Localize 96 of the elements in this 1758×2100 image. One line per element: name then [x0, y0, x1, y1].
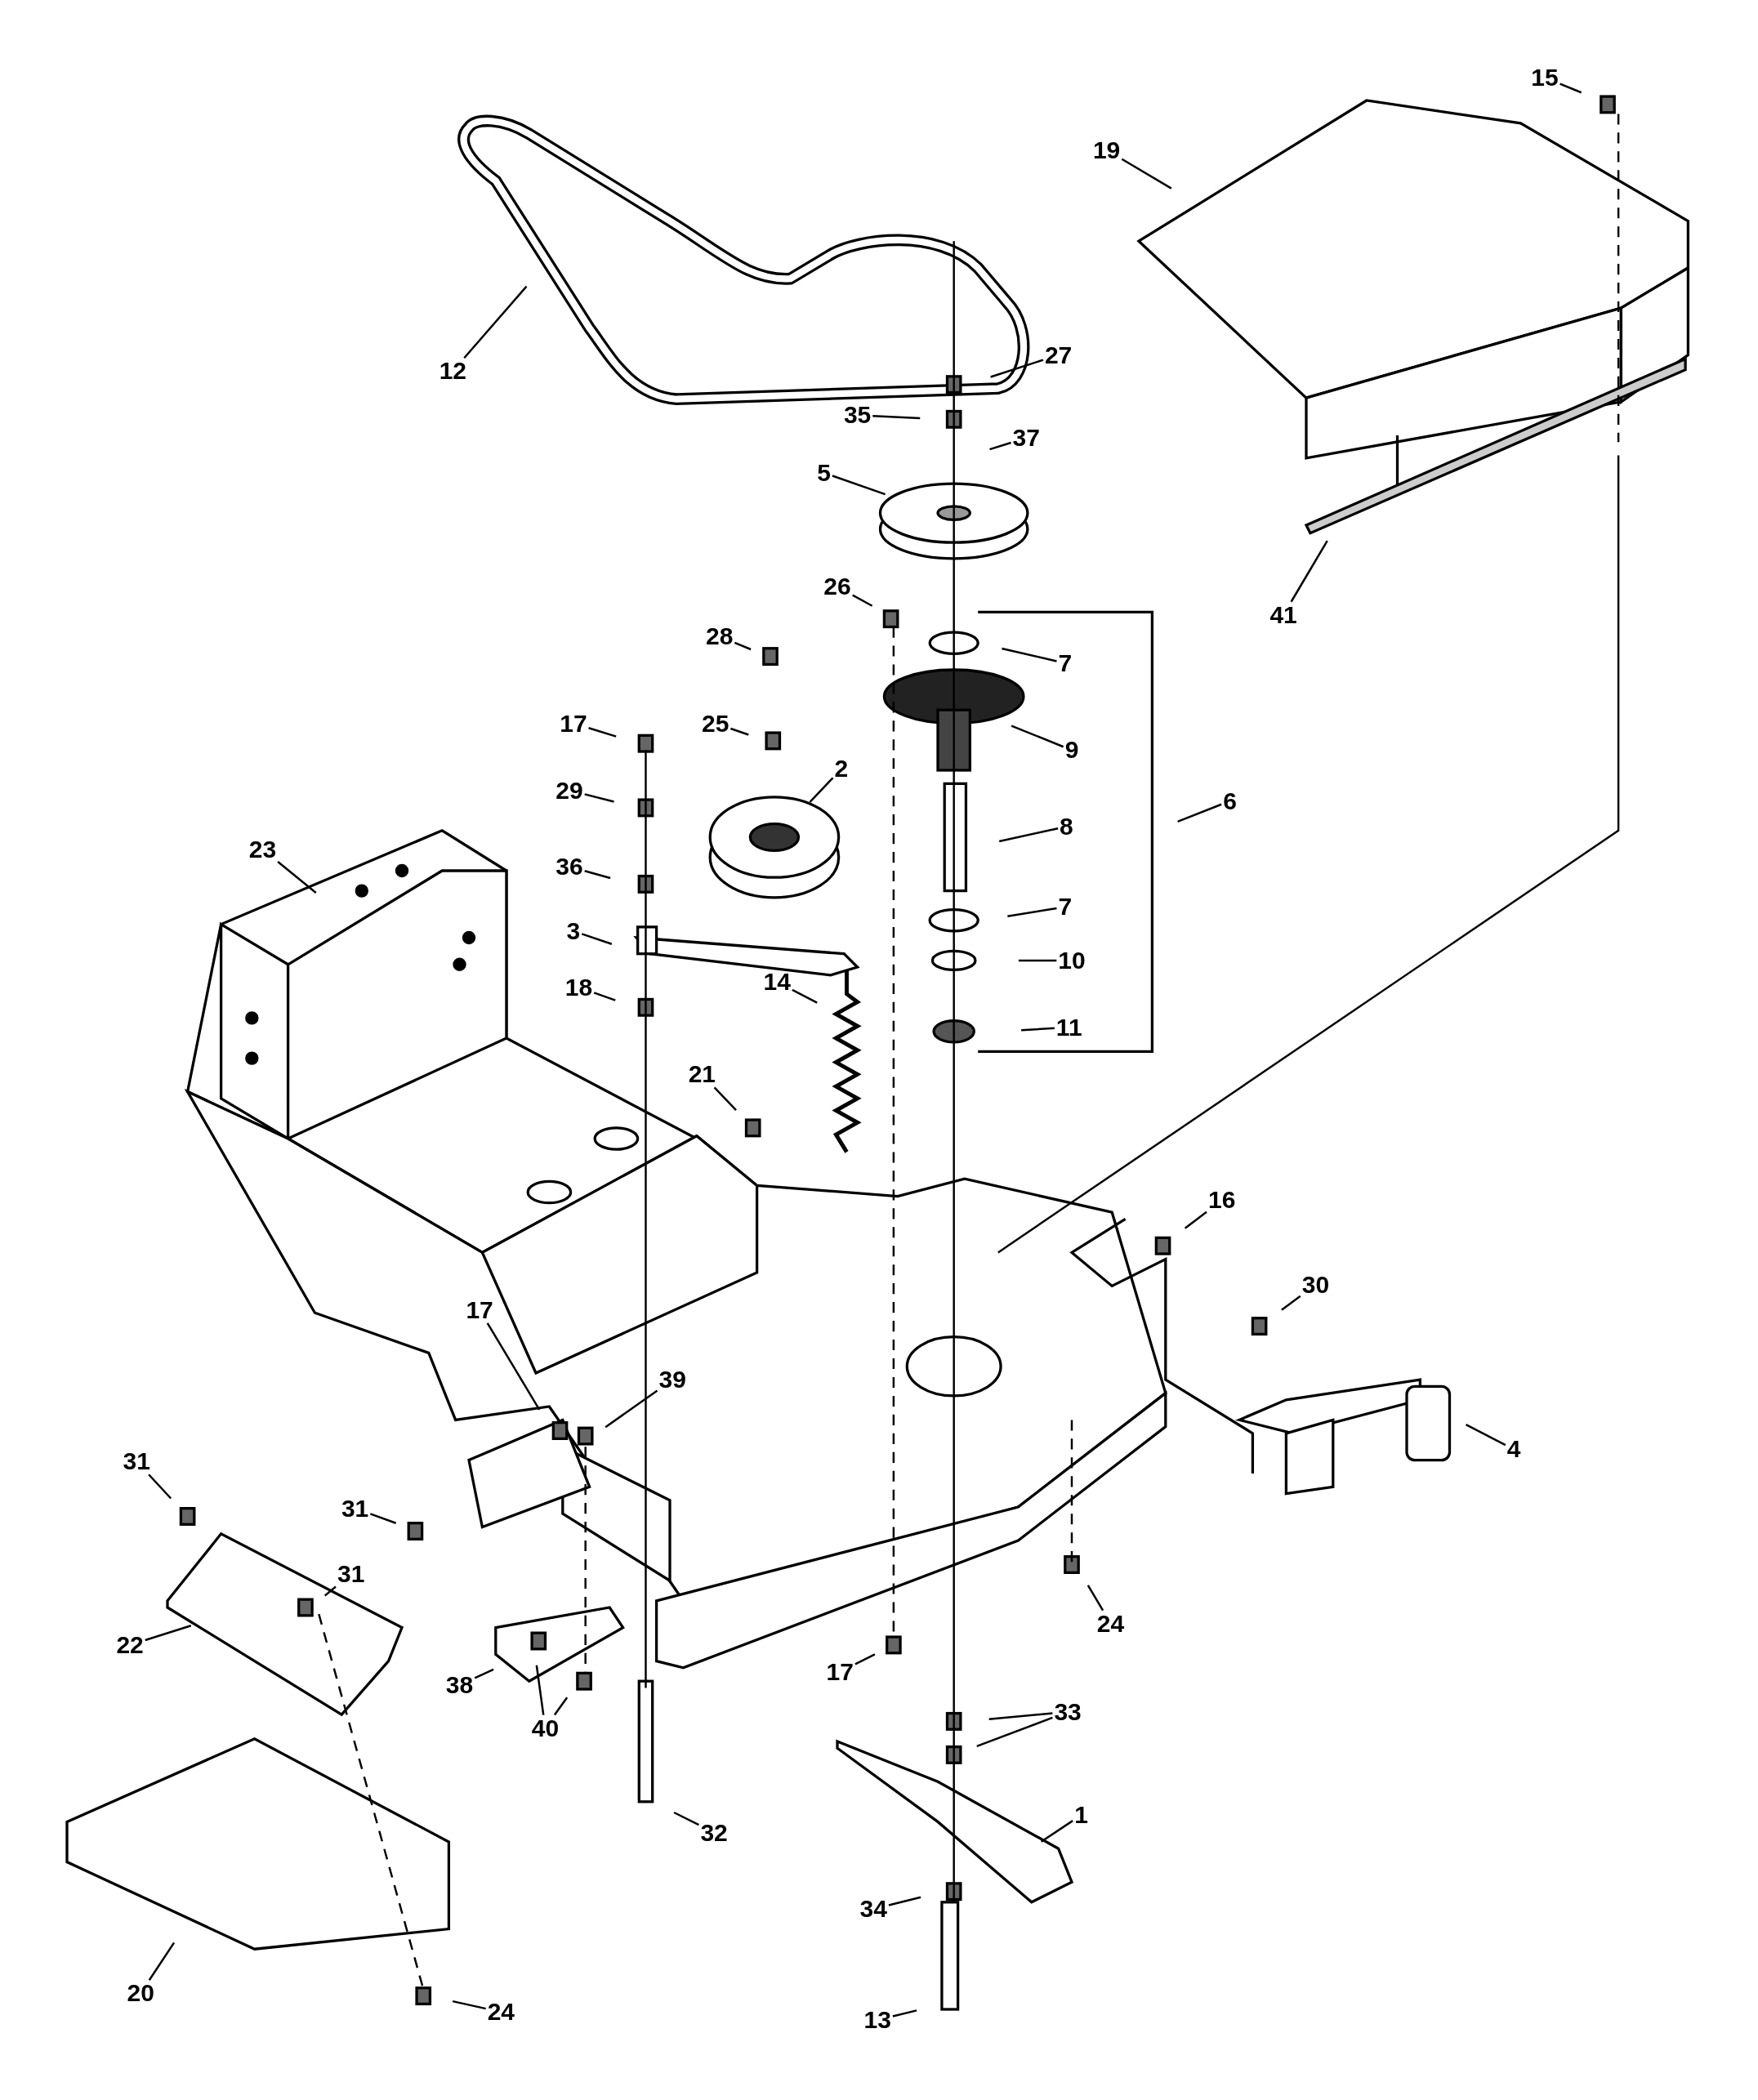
callout-number: 18	[563, 974, 595, 1001]
leader-line	[1007, 907, 1057, 918]
leader-line	[588, 727, 617, 738]
leader-line	[998, 827, 1059, 843]
leader-line	[990, 359, 1044, 378]
leader-line	[1040, 1820, 1073, 1843]
callout-number: 11	[1054, 1014, 1084, 1041]
leader-line	[452, 2000, 486, 2010]
callout-number: 17	[558, 710, 589, 737]
callout-number: 10	[1056, 947, 1087, 974]
callout-number: 31	[336, 1561, 367, 1587]
leader-line	[474, 1668, 494, 1679]
leader-line	[1177, 803, 1222, 823]
callout-number: 39	[657, 1367, 688, 1393]
callout-number: 26	[822, 573, 853, 600]
callout-number: 33	[1052, 1698, 1083, 1725]
leader-line	[673, 1811, 699, 1826]
callout-number: 4	[1505, 1436, 1523, 1463]
callout-number: 40	[529, 1714, 561, 1741]
leader-line	[593, 992, 616, 1001]
leader-line	[872, 415, 921, 420]
callout-number: 23	[247, 836, 279, 863]
callout-number: 19	[1091, 136, 1122, 163]
leader-line	[148, 1474, 172, 1500]
callout-number: 28	[704, 623, 735, 649]
callout-number: 41	[1268, 601, 1299, 628]
callout-number: 17	[824, 1658, 855, 1685]
callout-number: 30	[1300, 1271, 1332, 1298]
callout-number: 7	[1056, 894, 1074, 921]
callout-number: 7	[1056, 649, 1074, 676]
leader-line	[989, 441, 1011, 451]
callout-number: 29	[554, 777, 585, 804]
leader-line	[734, 641, 752, 651]
leader-line	[976, 1716, 1053, 1747]
leader-line	[1281, 1295, 1301, 1311]
leader-line	[713, 1086, 737, 1111]
leader-line	[369, 1513, 397, 1524]
leader-line	[535, 1665, 545, 1715]
callout-number: 32	[698, 1819, 730, 1846]
leader-line	[1290, 540, 1328, 603]
leader-line	[553, 1696, 569, 1716]
leader-line	[1021, 1027, 1055, 1032]
leader-line	[1465, 1423, 1506, 1447]
callout-number: 20	[125, 1980, 156, 2007]
leader-line	[323, 1585, 337, 1597]
callout-number: 31	[339, 1495, 371, 1522]
leader-line	[581, 933, 613, 945]
leader-line	[1002, 647, 1057, 662]
leader-line	[1121, 158, 1172, 189]
callout-number: 31	[121, 1448, 152, 1475]
callout-number: 9	[1063, 737, 1081, 764]
leader-line	[1559, 82, 1582, 94]
leader-line	[892, 2009, 917, 2018]
leader-line	[605, 1389, 658, 1429]
callout-number: 22	[114, 1631, 145, 1658]
callout-number: 3	[564, 917, 582, 944]
callout-number: 27	[1042, 341, 1074, 368]
leader-line	[809, 777, 834, 803]
callout-number: 16	[1207, 1187, 1238, 1214]
callout-number: 2	[832, 756, 850, 782]
leader-line	[584, 793, 614, 803]
leader-line	[1011, 725, 1064, 748]
callout-number: 13	[862, 2007, 893, 2034]
leader-line	[1184, 1211, 1207, 1229]
leader-line	[148, 1942, 176, 1981]
leader-line	[988, 1712, 1053, 1720]
callout-number: 38	[444, 1672, 475, 1699]
callout-number: 36	[554, 854, 585, 881]
leader-line	[486, 1322, 541, 1411]
leader-line	[832, 475, 886, 496]
callout-number: 21	[686, 1061, 718, 1088]
leader-line	[145, 1625, 192, 1642]
callout-number: 37	[1011, 425, 1042, 452]
leader-line	[888, 1896, 921, 1906]
callout-number: 15	[1529, 65, 1560, 91]
leader-line	[1018, 959, 1057, 962]
leader-line	[852, 594, 873, 607]
leader-line	[792, 988, 818, 1004]
callout-number: 5	[815, 459, 832, 486]
callout-number: 17	[464, 1296, 495, 1323]
leader-line	[854, 1653, 876, 1665]
leader-line	[730, 727, 749, 736]
leader-line	[463, 285, 528, 359]
callout-number: 14	[761, 969, 792, 996]
callout-number: 24	[1095, 1610, 1127, 1637]
callout-number: 1	[1073, 1802, 1090, 1829]
leader-line	[1086, 1585, 1104, 1612]
callout-number: 35	[841, 402, 873, 429]
callout-number: 34	[858, 1896, 889, 1922]
callout-number: 12	[437, 358, 468, 385]
leader-line	[584, 870, 611, 880]
callout-number: 6	[1221, 787, 1238, 814]
callout-number: 8	[1058, 813, 1075, 840]
leader-line	[277, 861, 317, 894]
callout-number: 24	[485, 1999, 517, 2026]
callout-number: 25	[700, 710, 731, 737]
